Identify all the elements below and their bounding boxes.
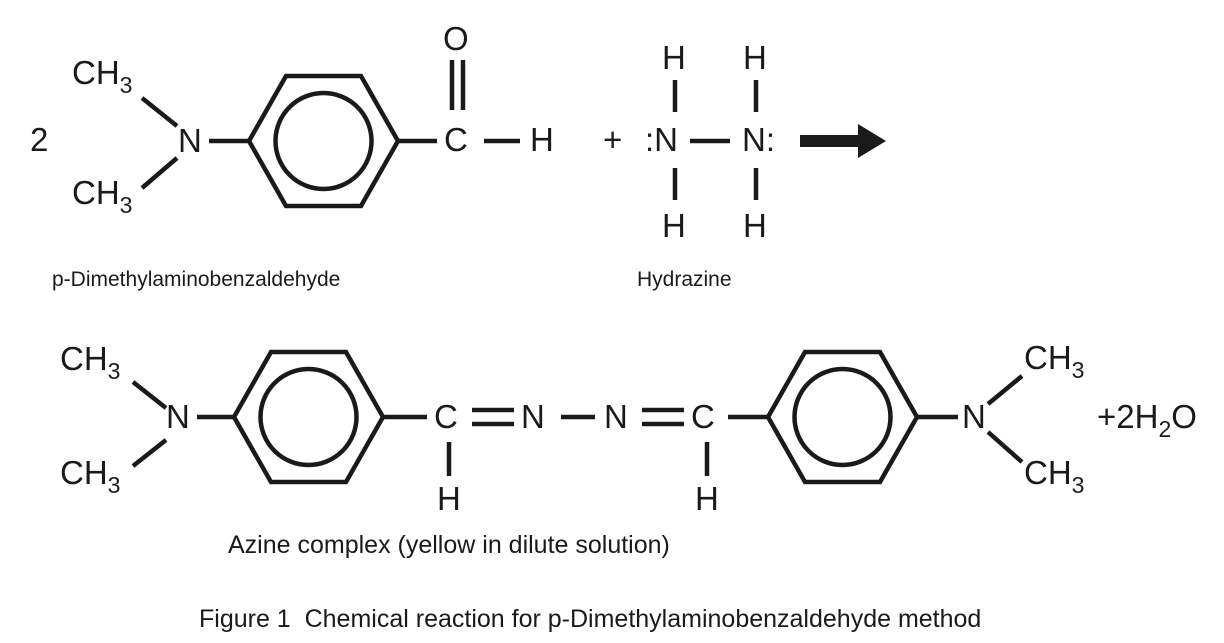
product-methyl-bottom-left: CH3: [60, 454, 120, 498]
benzene-ring: [246, 73, 401, 209]
product-amine-nitrogen-left: N: [166, 398, 190, 435]
reactant1-name: p-Dimethylaminobenzaldehyde: [52, 268, 340, 291]
plus-sign: +: [603, 121, 622, 158]
azo-nitrogen-left: N: [521, 398, 545, 435]
product-methyl-top-right: CH3: [1024, 339, 1084, 383]
bond-methyl-nitrogen-top: [140, 96, 179, 128]
benzene-ring-circle: [273, 90, 374, 192]
hydrazine-hydrogen-top-right: H: [743, 39, 767, 76]
bond-product-nitrogen-methyl-top-right: [986, 374, 1024, 406]
water-byproduct: +2H2O: [1097, 398, 1197, 442]
hydrazine-hydrogen-bottom-right: H: [743, 207, 767, 244]
bond-product-methyl-nitrogen-bottom-left: [131, 438, 168, 468]
carbonyl-carbon: C: [444, 121, 468, 158]
hydrazine-hydrogen-bottom-left: H: [662, 207, 686, 244]
reactant2-name: Hydrazine: [637, 268, 732, 291]
product-benzene-ring-circle-right: [792, 366, 893, 468]
reaction-arrow-icon: [800, 124, 886, 158]
product-benzene-ring-circle-left: [258, 366, 359, 468]
aldehyde-hydrogen: H: [530, 121, 554, 158]
product-amine-nitrogen-right: N: [962, 398, 986, 435]
figure-caption: Figure 1 Chemical reaction for p-Dimethy…: [199, 605, 981, 633]
product-benzene-ring-left: [231, 349, 386, 485]
imine-carbon-right: C: [691, 398, 715, 435]
imine-carbon-left: C: [434, 398, 458, 435]
bond-product-methyl-nitrogen-top-left: [131, 380, 168, 410]
reactant-dimethylaminobenzaldehyde: 2 CH3 CH3 N C O H p-Dimethylaminobenzald…: [30, 20, 554, 291]
hydrazine-hydrogen-top-left: H: [662, 39, 686, 76]
imine-hydrogen-left: H: [437, 480, 461, 517]
stoichiometric-coefficient: 2: [30, 121, 48, 158]
product-azine-complex: CH3 CH3 N C N N C H H N CH3 CH3 +2H2O Az…: [60, 339, 1197, 559]
bond-product-nitrogen-methyl-bottom-right: [986, 430, 1024, 464]
bond-methyl-nitrogen-bottom: [140, 156, 179, 190]
carbonyl-oxygen: O: [443, 20, 469, 57]
hydrazine-nitrogen-right: N:: [742, 121, 775, 158]
methyl-group-top: CH3: [72, 54, 132, 98]
amine-nitrogen: N: [178, 122, 202, 159]
product-methyl-top-left: CH3: [60, 340, 120, 384]
azo-nitrogen-right: N: [604, 398, 628, 435]
reactant-hydrazine: H H :N N: H H Hydrazine: [637, 39, 775, 291]
imine-hydrogen-right: H: [695, 480, 719, 517]
methyl-group-bottom: CH3: [72, 174, 132, 218]
product-name: Azine complex (yellow in dilute solution…: [228, 531, 670, 559]
product-methyl-bottom-right: CH3: [1024, 454, 1084, 498]
product-benzene-ring-right: [765, 349, 920, 485]
hydrazine-nitrogen-left: :N: [645, 121, 678, 158]
